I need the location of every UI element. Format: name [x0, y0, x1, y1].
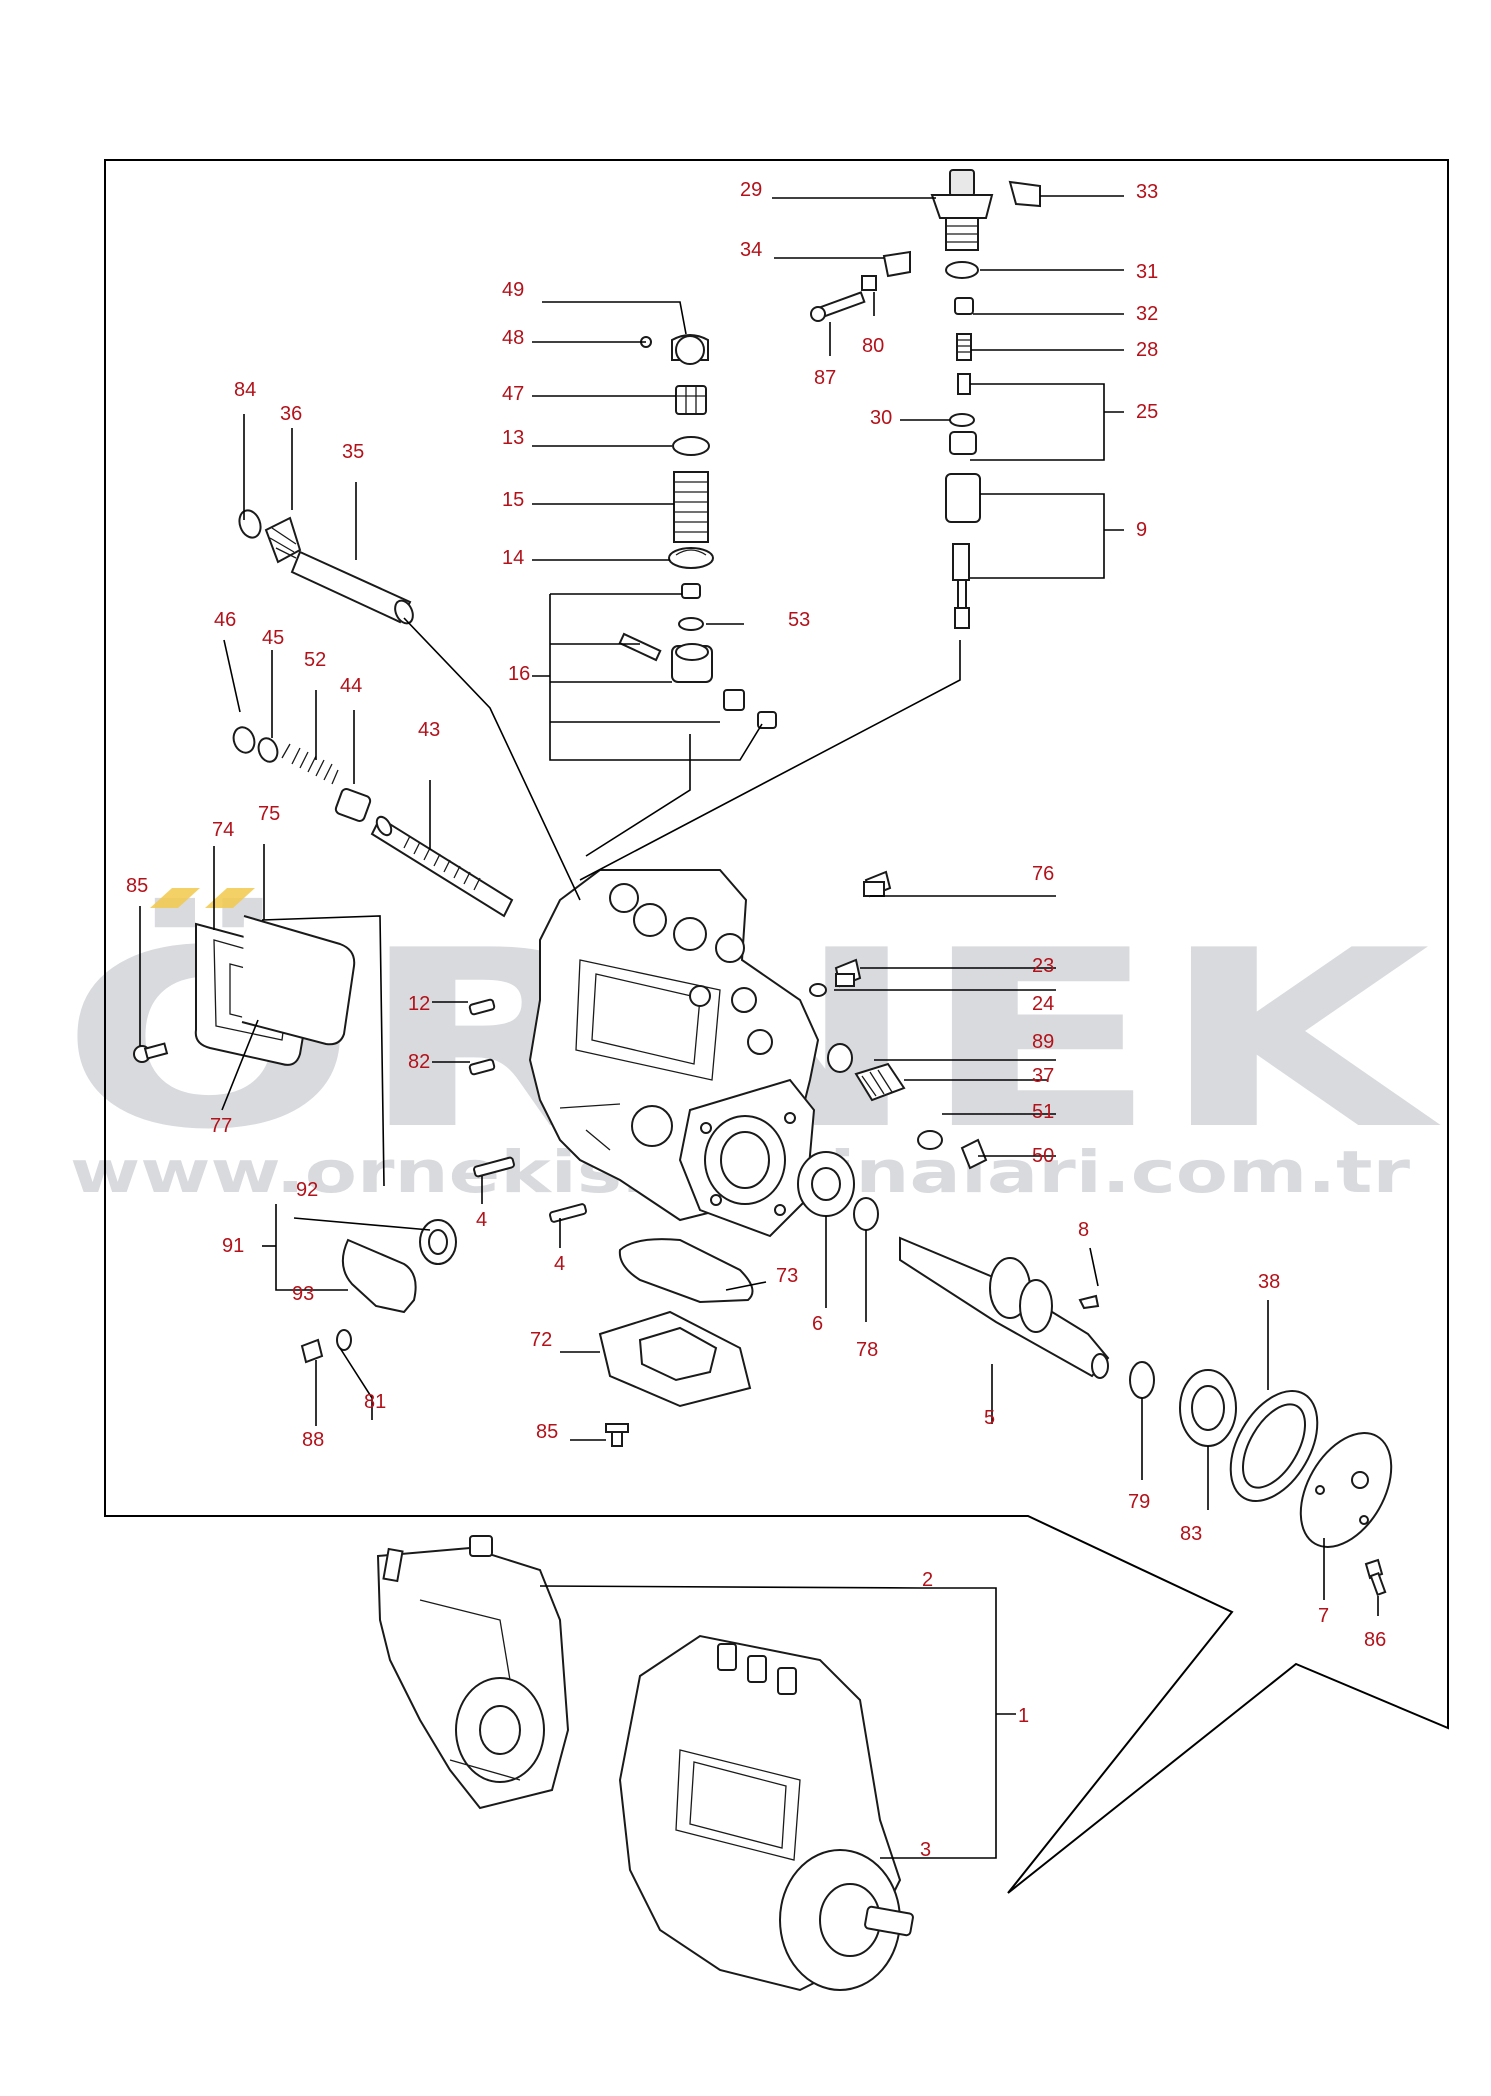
callout-52: 52: [304, 649, 326, 671]
plugs-and-seals: [809, 870, 988, 1170]
callout-72: 72: [530, 1329, 552, 1351]
callout-31: 31: [1136, 261, 1158, 283]
callout-76: 76: [1032, 863, 1054, 885]
camshaft-assembly: [797, 1151, 1393, 1597]
callout-37: 37: [1032, 1065, 1054, 1087]
assembled-pump-views: [376, 1535, 914, 1992]
callout-46: 46: [214, 609, 236, 631]
callout-25: 25: [1136, 401, 1158, 423]
callout-labels: 29 33 34 31 49 87 80 32 28 48 47 13 15 1…: [126, 179, 1386, 1861]
callout-30: 30: [870, 407, 892, 429]
callout-43: 43: [418, 719, 440, 741]
callout-38: 38: [1258, 1271, 1280, 1293]
pump-housing: [528, 869, 820, 1238]
callout-15: 15: [502, 489, 524, 511]
callout-7: 7: [1318, 1605, 1329, 1627]
callout-89: 89: [1032, 1031, 1054, 1053]
callout-88: 88: [302, 1429, 324, 1451]
callout-74: 74: [212, 819, 234, 841]
callout-51: 51: [1032, 1101, 1054, 1123]
callout-83: 83: [1180, 1523, 1202, 1545]
delivery-valve-stack: [810, 169, 1041, 629]
callout-85b: 85: [536, 1421, 558, 1443]
governor-parts: [618, 334, 777, 729]
callout-12: 12: [408, 993, 430, 1015]
callout-80: 80: [862, 335, 884, 357]
callout-9: 9: [1136, 519, 1147, 541]
callout-32: 32: [1136, 303, 1158, 325]
callout-23: 23: [1032, 955, 1054, 977]
side-cover-parts: [133, 915, 356, 1066]
callout-34: 34: [740, 239, 762, 261]
callout-53: 53: [788, 609, 810, 631]
callout-91: 91: [222, 1235, 244, 1257]
callout-14: 14: [502, 547, 524, 569]
callout-36: 36: [280, 403, 302, 425]
callout-2: 2: [922, 1569, 933, 1591]
callout-84: 84: [234, 379, 256, 401]
callout-75: 75: [258, 803, 280, 825]
callout-1: 1: [1018, 1705, 1029, 1727]
callout-4a: 4: [476, 1209, 487, 1231]
callout-47: 47: [502, 383, 524, 405]
callout-28: 28: [1136, 339, 1158, 361]
callout-82: 82: [408, 1051, 430, 1073]
callout-45: 45: [262, 627, 284, 649]
callout-50: 50: [1032, 1145, 1054, 1167]
callout-79: 79: [1128, 1491, 1150, 1513]
callout-4b: 4: [554, 1253, 565, 1275]
callout-73: 73: [776, 1265, 798, 1287]
callout-78: 78: [856, 1339, 878, 1361]
callout-35: 35: [342, 441, 364, 463]
callout-86: 86: [1364, 1629, 1386, 1651]
gasket-parts: [598, 1238, 754, 1447]
callout-3: 3: [920, 1839, 931, 1861]
callout-81: 81: [364, 1391, 386, 1413]
callout-48: 48: [502, 327, 524, 349]
diagram-frame: [104, 159, 1449, 1894]
callout-13: 13: [502, 427, 524, 449]
callout-93: 93: [292, 1283, 314, 1305]
leader-lines: [139, 195, 1379, 1859]
callout-29: 29: [740, 179, 762, 201]
callout-16: 16: [508, 663, 530, 685]
callout-87: 87: [814, 367, 836, 389]
callout-24: 24: [1032, 993, 1054, 1015]
callout-77: 77: [210, 1115, 232, 1137]
lower-left-parts: [300, 998, 588, 1364]
callout-33: 33: [1136, 181, 1158, 203]
callout-49: 49: [502, 279, 524, 301]
callout-85a: 85: [126, 875, 148, 897]
callout-92: 92: [296, 1179, 318, 1201]
callout-44: 44: [340, 675, 362, 697]
callout-8: 8: [1078, 1219, 1089, 1241]
callout-5: 5: [984, 1407, 995, 1429]
watermark-accent: [150, 888, 255, 908]
callout-6: 6: [812, 1313, 823, 1335]
